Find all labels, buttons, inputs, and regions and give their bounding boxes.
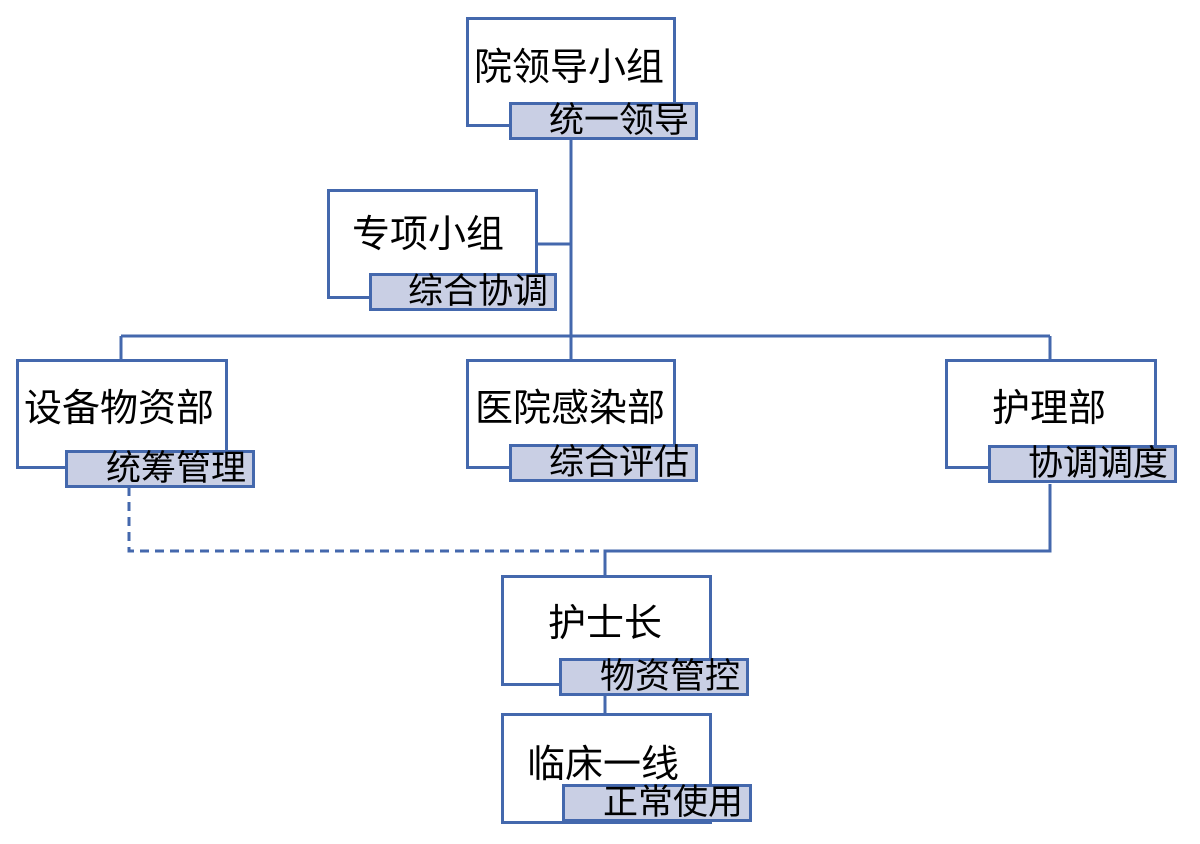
nursing-dept-title: 护理部 [992, 386, 1107, 430]
equipment-dept-role: 统筹管理 [65, 450, 255, 488]
head-nurse-role: 物资管控 [559, 658, 749, 696]
link-nursing-to-head-nurse [603, 484, 1052, 576]
infection-dept-title: 医院感染部 [475, 386, 666, 430]
link-equipment-to-head-nurse-dashed [127, 487, 605, 553]
special-group-title: 专项小组 [352, 212, 505, 256]
leadership-group-role: 统一领导 [509, 102, 698, 140]
frontline-role: 正常使用 [562, 784, 752, 822]
special-group-role: 综合协调 [369, 273, 557, 311]
infection-dept-role: 综合评估 [509, 444, 698, 482]
equipment-dept-title: 设备物资部 [24, 386, 215, 430]
leadership-group-title: 院领导小组 [474, 45, 665, 89]
nursing-dept-role: 协调调度 [988, 445, 1177, 483]
frontline-title: 临床一线 [527, 742, 680, 786]
head-nurse-title: 护士长 [548, 601, 663, 645]
